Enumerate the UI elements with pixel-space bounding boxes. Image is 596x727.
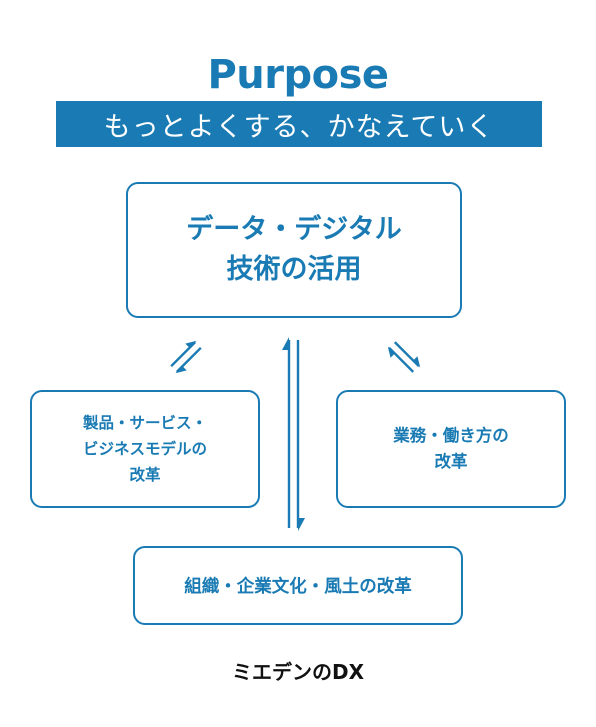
purpose-title: Purpose xyxy=(207,52,389,98)
organization-culture-line1: 組織・企業文化・風土の改革 xyxy=(184,577,412,597)
organization-culture-box: 組織・企業文化・風土の改革 xyxy=(133,546,463,625)
data-digital-box: データ・デジタル 技術の活用 xyxy=(126,182,462,318)
tagline-banner: もっとよくする、かなえていく xyxy=(56,101,542,147)
product-service-line2: ビジネスモデルの xyxy=(82,440,207,458)
product-service-line3: 改革 xyxy=(129,466,161,484)
product-service-box: 製品・サービス・ ビジネスモデルの 改革 xyxy=(30,390,260,508)
product-service-line1: 製品・サービス・ xyxy=(82,414,207,432)
right-double-arrow-icon xyxy=(387,341,421,373)
center-double-arrow-icon xyxy=(282,337,305,531)
left-double-arrow-icon xyxy=(170,340,202,374)
work-style-line2: 改革 xyxy=(434,452,468,471)
data-digital-line1: データ・デジタル xyxy=(186,214,402,245)
data-digital-line2: 技術の活用 xyxy=(226,254,362,285)
work-style-box: 業務・働き方の 改革 xyxy=(336,390,566,508)
caption: ミエデンのDX xyxy=(231,660,365,684)
work-style-line1: 業務・働き方の xyxy=(393,426,509,445)
